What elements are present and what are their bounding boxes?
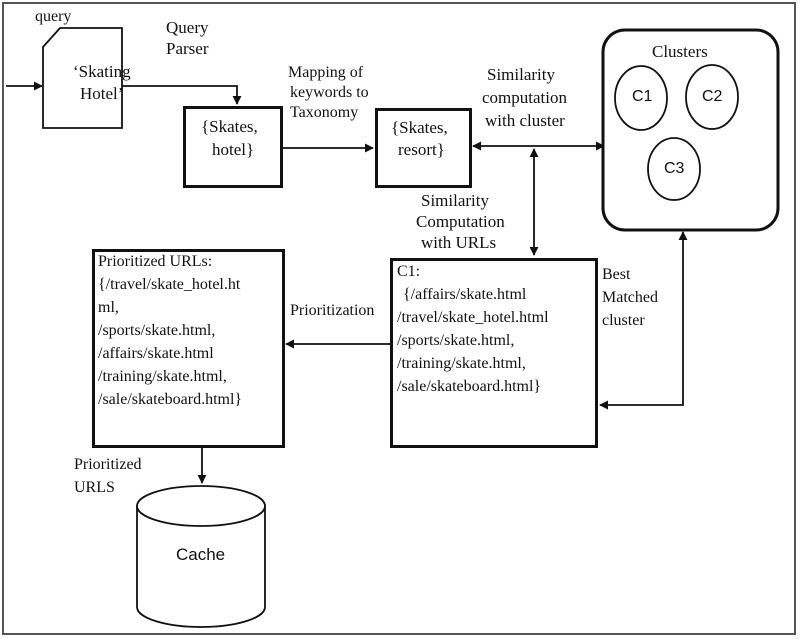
prioritized-urls-label-line1: Prioritized bbox=[74, 456, 142, 473]
query-value-line2: Hotel’ bbox=[80, 84, 124, 103]
c1-line-1: {/affairs/skate.html bbox=[403, 286, 527, 303]
parser-arrow bbox=[122, 85, 242, 105]
cache-cylinder-top bbox=[136, 485, 266, 527]
query-document-shape bbox=[42, 27, 123, 129]
best-matched-label-line3: cluster bbox=[602, 312, 645, 329]
similarity-urls-label-line3: with URLs bbox=[421, 233, 497, 252]
query-parser-label-line2: Parser bbox=[166, 39, 209, 58]
cluster-c1-label: C1 bbox=[632, 88, 653, 105]
mapping-label-line3: Taxonomy bbox=[290, 104, 359, 121]
similarity-urls-label-line1: Similarity bbox=[421, 191, 489, 210]
c1-line-5: /sale/skateboard.html} bbox=[397, 378, 542, 395]
best-matched-arrow bbox=[599, 231, 688, 410]
prioritized-line-5: /training/skate.html, bbox=[98, 368, 227, 385]
best-matched-label-line1: Best bbox=[602, 266, 631, 283]
clusters-title: Clusters bbox=[652, 42, 708, 61]
query-parser-label-line1: Query bbox=[166, 18, 209, 37]
keywords-box-line1: {Skates, bbox=[201, 117, 258, 136]
mapping-label-line1: Mapping of bbox=[288, 64, 364, 81]
c1-line-2: /travel/skate_hotel.html bbox=[397, 309, 549, 326]
cluster-c3-label: C3 bbox=[664, 160, 685, 177]
query-value-line1: ‘Skating bbox=[73, 62, 131, 81]
best-matched-label-line2: Matched bbox=[602, 289, 658, 306]
prioritized-line-0: Prioritized URLs: bbox=[98, 253, 213, 270]
keywords-box-line2: hotel} bbox=[212, 140, 255, 159]
mapping-label-line2: keywords to bbox=[290, 84, 369, 101]
prioritized-line-6: /sale/skateboard.html} bbox=[98, 391, 243, 408]
keywords-box bbox=[183, 106, 283, 188]
prioritized-line-2: ml, bbox=[98, 299, 119, 316]
cluster-c1-circle bbox=[614, 65, 668, 131]
similarity-cluster-label-line3: with cluster bbox=[485, 111, 565, 130]
c1-url-box bbox=[390, 258, 598, 448]
prioritized-urls-box bbox=[92, 249, 285, 448]
cache-label: Cache bbox=[176, 545, 226, 564]
c1-line-3: /sports/skate.html, bbox=[397, 332, 515, 349]
taxonomy-box-line1: {Skates, bbox=[391, 118, 448, 137]
similarity-urls-label-line2: Computation bbox=[416, 212, 505, 231]
taxonomy-box bbox=[375, 108, 472, 188]
cluster-c2-label: C2 bbox=[702, 88, 723, 105]
c1-line-4: /training/skate.html, bbox=[397, 355, 526, 372]
prioritized-line-3: /sports/skate.html, bbox=[98, 322, 216, 339]
cluster-c2-circle bbox=[685, 64, 739, 130]
c1-line-0: C1: bbox=[397, 263, 421, 280]
prioritized-line-4: /affairs/skate.html bbox=[98, 345, 214, 362]
prioritized-line-1: {/travel/skate_hotel.ht bbox=[98, 276, 241, 293]
cluster-c3-circle bbox=[647, 137, 701, 201]
similarity-cluster-label-line1: Similarity bbox=[487, 65, 555, 84]
taxonomy-box-line2: resort} bbox=[398, 140, 445, 159]
query-label: query bbox=[35, 8, 72, 25]
prioritized-urls-label-line2: URLS bbox=[74, 479, 115, 496]
similarity-cluster-label-line2: computation bbox=[482, 88, 567, 107]
prioritization-label: Prioritization bbox=[290, 302, 375, 319]
cache-cylinder bbox=[136, 506, 266, 628]
